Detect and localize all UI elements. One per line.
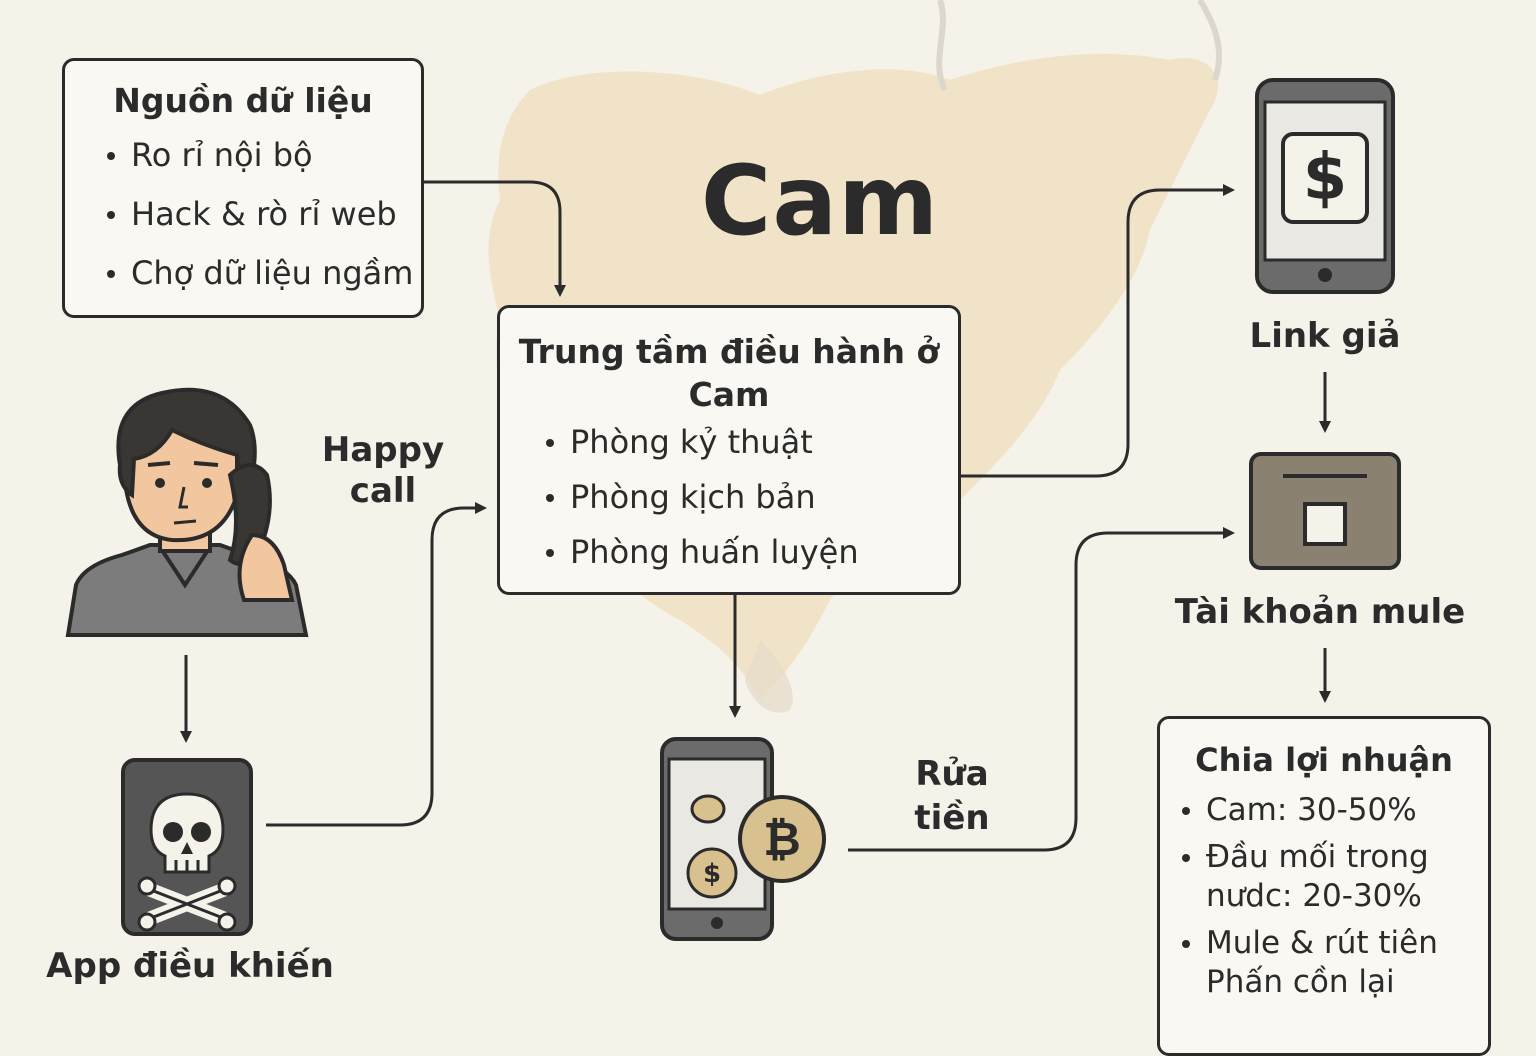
profit-item1-text: Cam: 30-50% — [1206, 792, 1417, 828]
wash-line1: Rửa — [915, 754, 989, 794]
happy-call-label: Happy call — [318, 430, 448, 512]
arrow-app-to-center — [266, 502, 487, 827]
happy-call-line2: call — [349, 471, 417, 511]
profit-list: Cam: 30-50% Đầu mối trong nưdc: 20-30% M… — [1176, 791, 1488, 1002]
arrow-center-to-link — [961, 184, 1235, 478]
profit-item: Cam: 30-50% — [1176, 791, 1488, 830]
coin-dollar-icon: $ — [702, 859, 722, 889]
profit-item2-line2: nưdc: 20-30% — [1206, 878, 1422, 914]
happy-call-line1: Happy — [321, 430, 445, 470]
fake-link-phone: $ — [1255, 78, 1395, 294]
data-source-item: Hack & rò rỉ web — [101, 195, 421, 254]
dollar-icon: $ — [1302, 141, 1348, 215]
fake-link-label: Link giả — [1249, 316, 1401, 356]
profit-item3-line1: Mule & rút tiên — [1206, 925, 1438, 961]
flow-arrows — [180, 180, 1331, 852]
profit-item2-line1: Đầu mối trong — [1206, 839, 1429, 875]
arrow-wash-to-mule — [848, 527, 1235, 852]
department-item: Phòng huấn luyện — [540, 532, 958, 587]
data-source-item: Chợ dữ liệu ngầm — [101, 254, 421, 313]
wash-line2: tiền — [914, 798, 990, 838]
bitcoin-icon: ₿ — [763, 812, 801, 866]
data-sources-box: Nguồn dữ liệu Ro rỉ nội bộ Hack & rò rỉ … — [62, 58, 424, 318]
phone-icon — [1255, 78, 1395, 294]
mule-account-icon — [1249, 452, 1401, 570]
profit-item: Đầu mối trong nưdc: 20-30% — [1176, 838, 1488, 916]
department-item: Phòng kỷ thuật — [540, 422, 958, 477]
departments-list: Phòng kỷ thuật Phòng kịch bản Phòng huấn… — [540, 422, 958, 587]
data-sources-list: Ro rỉ nội bộ Hack & rò rỉ web Chợ dữ liệ… — [101, 136, 421, 313]
map-title: Cam — [700, 145, 940, 257]
app-control-label: App điều khiến — [46, 946, 334, 986]
mule-account-label: Tài khoản mule — [1174, 592, 1466, 632]
data-source-item: Ro rỉ nội bộ — [101, 136, 421, 195]
skull-app-icon — [121, 758, 253, 936]
profit-sharing-box: Chia lợi nhuận Cam: 30-50% Đầu mối trong… — [1157, 716, 1491, 1056]
data-sources-title: Nguồn dữ liệu — [113, 81, 373, 120]
phone-icon — [660, 737, 826, 941]
department-item: Phòng kịch bản — [540, 477, 958, 532]
profit-sharing-title: Chia lợi nhuận — [1195, 741, 1453, 779]
center-title-line2: Cam — [688, 375, 770, 414]
caller-person-icon — [65, 387, 309, 637]
operations-center-box: Trung tầm điều hành ở Cam Phòng kỷ thuật… — [497, 305, 961, 595]
arrow-sources-to-center — [424, 180, 566, 297]
money-laundering-label: Rửa tiền — [892, 752, 1012, 840]
crypto-phone-group: ₿ $ — [660, 737, 830, 942]
profit-item3-line2: Phấn cồn lại — [1206, 964, 1395, 1000]
profit-item: Mule & rút tiên Phấn cồn lại — [1176, 924, 1488, 1002]
center-title-line1: Trung tầm điều hành ở — [518, 332, 940, 371]
operations-center-title: Trung tầm điều hành ở Cam — [510, 330, 948, 416]
